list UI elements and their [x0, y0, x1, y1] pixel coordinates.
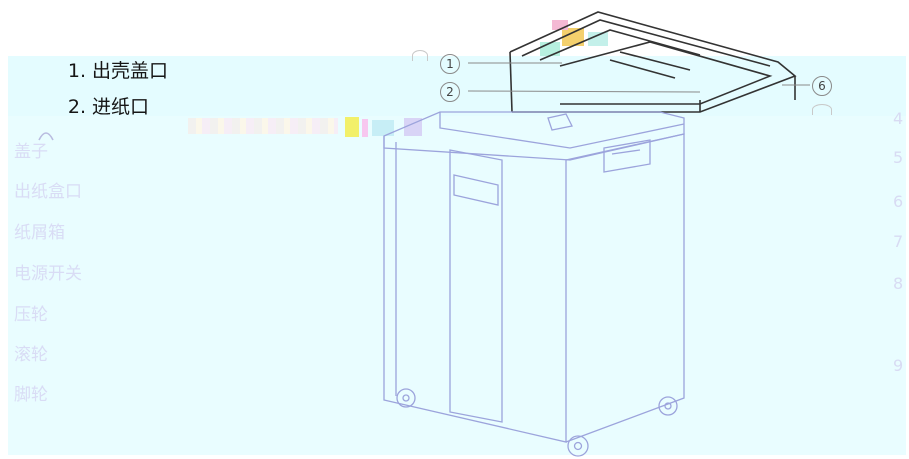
- partial-digit-icon: [38, 132, 54, 141]
- legend-faint-item: 滚轮: [14, 345, 48, 365]
- callout-number: 8: [893, 274, 904, 293]
- legend-faint-item: 出纸盒口: [14, 182, 82, 202]
- glitch-artifact: [562, 28, 584, 46]
- legend-partial-number: [37, 128, 55, 149]
- glitch-artifact: [588, 32, 608, 46]
- legend-faint-item: 脚轮: [14, 385, 48, 405]
- shredder-body: [383, 111, 685, 457]
- callout-partial: [412, 50, 428, 61]
- legend-faint-item: 压轮: [14, 305, 48, 325]
- legend-number: 1.: [67, 60, 86, 82]
- tint-band-main: [8, 116, 906, 455]
- legend-faint-item: 纸屑箱: [14, 223, 65, 243]
- legend-label: 出壳盖口: [92, 60, 169, 82]
- callout-6: 6: [812, 76, 832, 96]
- leader-lines: [467, 62, 810, 93]
- glitch-artifact: [552, 20, 568, 30]
- shredder-lid: [509, 11, 797, 113]
- callout-number: 7: [893, 232, 904, 251]
- glitch-artifact: [188, 118, 338, 134]
- legend-item-1: 1. 出壳盖口: [58, 56, 168, 83]
- glitch-artifact: [404, 118, 422, 136]
- callout-1: 1: [440, 54, 460, 74]
- callout-partial: [812, 104, 832, 115]
- legend-label: 进纸口: [92, 96, 150, 118]
- glitch-artifact: [362, 119, 368, 137]
- glitch-artifact: [345, 117, 359, 137]
- legend-item-2: 2. 进纸口: [58, 92, 149, 119]
- legend-faint-item: 电源开关: [14, 264, 82, 284]
- callout-number: 5: [893, 148, 904, 167]
- callout-2: 2: [440, 82, 460, 102]
- legend-number: 2.: [67, 96, 86, 118]
- callout-number: 4: [893, 109, 904, 128]
- glitch-artifact: [372, 120, 394, 136]
- legend-faint-item: 盖子: [14, 142, 48, 162]
- callout-number: 6: [893, 192, 904, 211]
- callout-number: 9: [893, 356, 904, 375]
